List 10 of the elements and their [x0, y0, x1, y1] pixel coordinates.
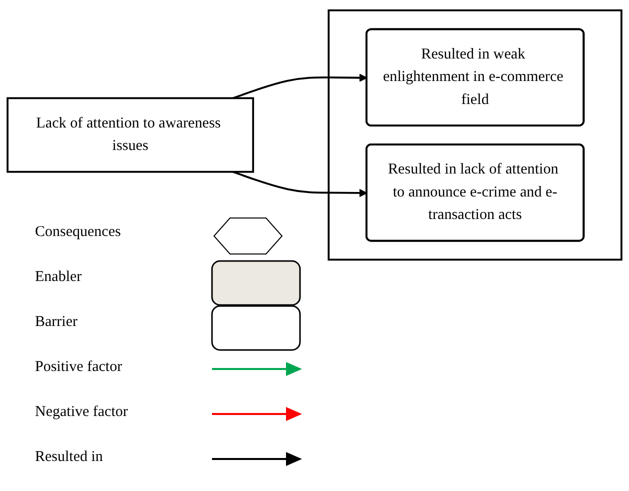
legend-label: Negative factor — [35, 404, 128, 421]
legend-label: Resulted in — [35, 449, 103, 466]
cluster — [328, 9, 622, 261]
arrow — [232, 74, 368, 100]
legend-label: Enabler — [35, 269, 82, 286]
arrow — [232, 170, 368, 198]
node-box: Lack of attention to awareness issues — [6, 97, 254, 173]
legend-label: Consequences — [35, 224, 121, 241]
legend-label: Barrier — [35, 314, 78, 331]
legend-label: Positive factor — [35, 359, 122, 376]
